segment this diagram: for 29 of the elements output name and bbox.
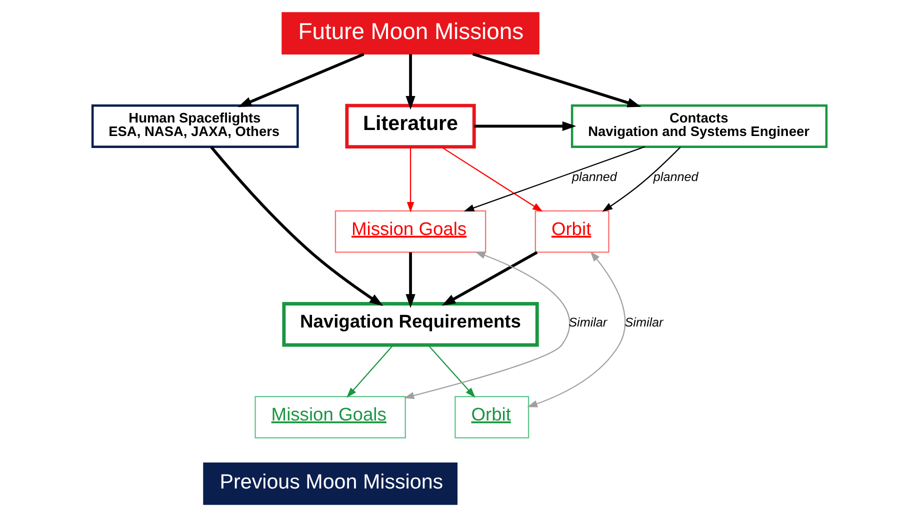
arrow: [440, 146, 542, 212]
node-box: Orbit: [454, 396, 529, 438]
arrow: [474, 121, 576, 131]
arrow: [210, 146, 383, 306]
arrow: [346, 344, 394, 398]
arrow: [405, 54, 415, 110]
arrow: [441, 251, 538, 306]
node-box: Mission Goals: [254, 396, 406, 438]
node-box: Literature: [344, 104, 476, 148]
edge-label: planned: [572, 170, 616, 184]
arrow: [406, 147, 414, 212]
node-box: Contacts Navigation and Systems Engineer: [570, 104, 828, 148]
arrow: [427, 344, 475, 398]
edge-label: Similar: [624, 315, 663, 330]
edge-label: Similar: [568, 315, 607, 330]
arrow: [526, 251, 626, 408]
node-box: Previous Moon Missions: [202, 462, 457, 505]
arrow: [237, 52, 364, 108]
node-box: Human Spaceflights ESA, NASA, JAXA, Others: [90, 104, 298, 148]
arrow: [403, 252, 570, 400]
node-box: Future Moon Missions: [281, 12, 539, 55]
arrow: [405, 252, 415, 308]
arrow: [602, 146, 680, 212]
arrow: [463, 146, 644, 212]
node-box: Orbit: [534, 210, 609, 253]
arrow: [472, 52, 641, 108]
edge-label: planned: [652, 170, 698, 184]
node-box: Mission Goals: [334, 210, 486, 253]
node-box: Navigation Requirements: [282, 302, 538, 347]
